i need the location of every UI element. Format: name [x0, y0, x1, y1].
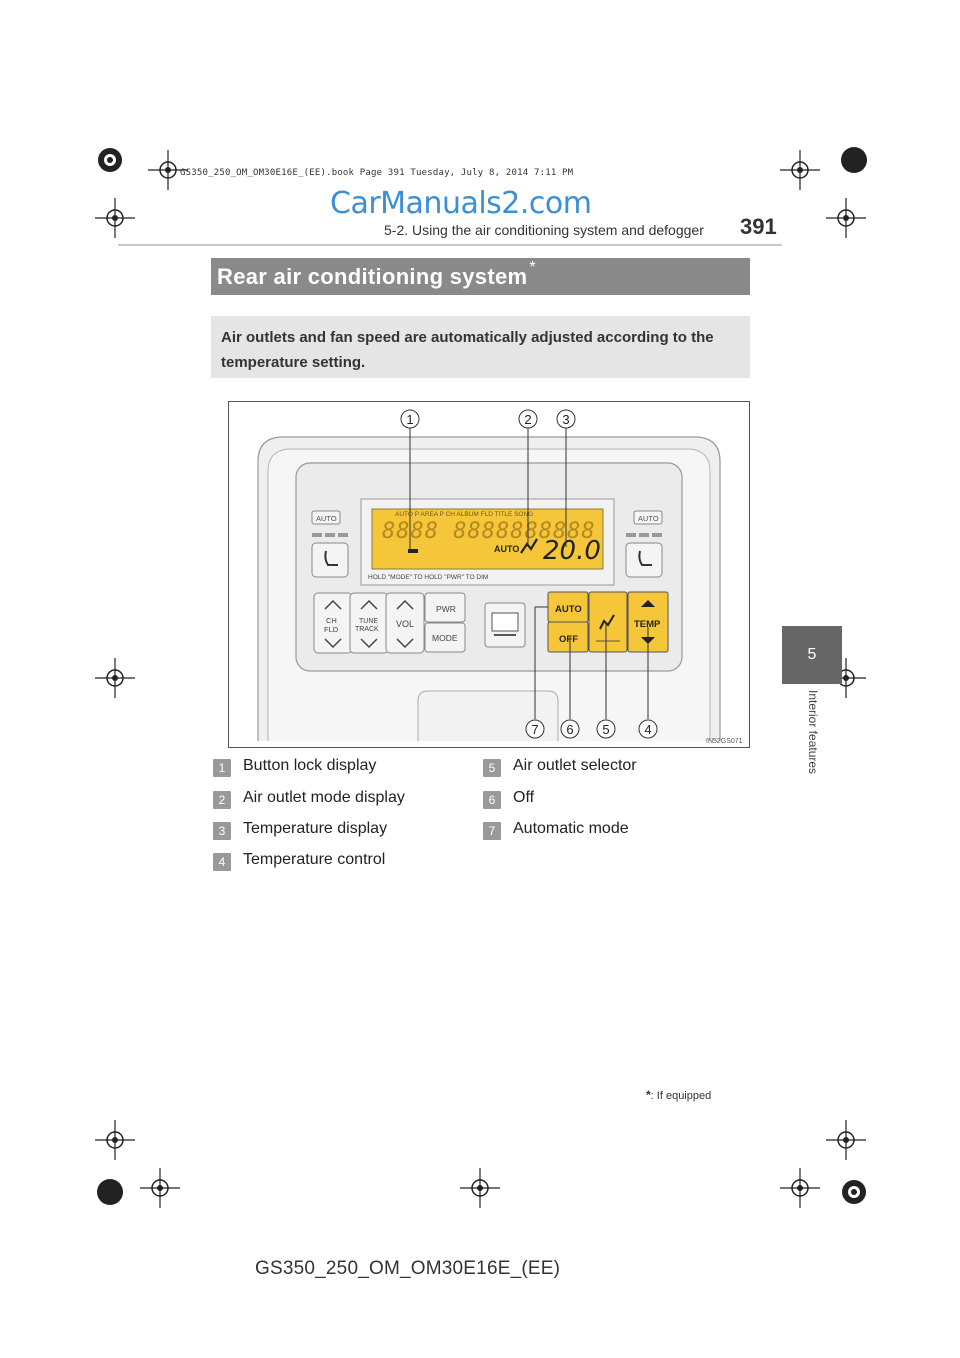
page-title: Rear air conditioning system: [217, 263, 528, 289]
level-indicator: [639, 533, 649, 537]
intro-box: Air outlets and fan speed are automatica…: [211, 316, 750, 378]
display-top-text: AUTO P AREA P CH ALBUM FLD TITLE SONG: [395, 511, 533, 518]
display-bottom-text: HOLD "MODE" TO HOLD "PWR" TO DIM: [368, 574, 488, 581]
callout-6: 6: [566, 722, 573, 737]
document-code: GS350_250_OM_OM30E16E_(EE): [255, 1258, 561, 1279]
crosshair-mark-icon: [95, 658, 135, 698]
level-indicator: [338, 533, 348, 537]
pwr-label: PWR: [436, 604, 456, 614]
chevron-up-icon: [396, 599, 414, 610]
mode-label: MODE: [432, 633, 458, 643]
off-button-label: OFF: [559, 634, 578, 645]
seat-heater-left-button[interactable]: [311, 542, 349, 578]
legend-number: 7: [483, 822, 501, 840]
watermark-text: CarManuals2.com: [330, 186, 592, 221]
crosshair-mark-icon: [826, 198, 866, 238]
legend-label: Air outlet selector: [513, 757, 637, 774]
seat-heater-right-button[interactable]: [625, 542, 663, 578]
callout-3: 3: [562, 412, 569, 427]
legend-label: Button lock display: [243, 757, 377, 774]
legend-number: 5: [483, 759, 501, 777]
auto-button-label: AUTO: [555, 604, 582, 615]
legend-number: 3: [213, 822, 231, 840]
display-temp: 20.0: [543, 536, 601, 566]
legend-number: 1: [213, 759, 231, 777]
crosshair-mark-icon: [95, 1120, 135, 1160]
callout-7: 7: [531, 722, 538, 737]
equipped-marker: *: [529, 258, 536, 276]
legend-number: 2: [213, 791, 231, 809]
footnote: *: If equipped: [646, 1088, 711, 1102]
level-indicator: [626, 533, 636, 537]
chapter-label: Interior features: [806, 690, 820, 775]
display-segments: 8888 8888888888: [382, 519, 596, 544]
tune-label: TUNE: [359, 618, 378, 625]
auto-right-button[interactable]: [633, 510, 663, 525]
lock-indicator-icon: [408, 549, 418, 553]
footnote-marker: *: [646, 1088, 651, 1102]
legend-number: 4: [213, 853, 231, 871]
track-label: TRACK: [355, 626, 379, 633]
callout-2: 2: [524, 412, 531, 427]
registration-mark-icon: [97, 1179, 123, 1205]
callout-1: 1: [406, 412, 413, 427]
registration-mark-icon: [98, 148, 122, 172]
section-heading: 5-2. Using the air conditioning system a…: [384, 222, 704, 238]
chevron-up-icon: [360, 599, 378, 610]
crosshair-mark-icon: [780, 150, 820, 190]
auto-right-label: AUTO: [638, 514, 659, 523]
seat-heater-icon: [324, 550, 338, 566]
crosshair-mark-icon: [460, 1168, 500, 1208]
legend-label: Temperature display: [243, 820, 388, 837]
chevron-down-icon: [396, 638, 414, 649]
mode-button[interactable]: [424, 622, 466, 653]
air-outlet-selector-button[interactable]: [588, 591, 628, 653]
legend-number: 6: [483, 791, 501, 809]
chevron-down-icon: [324, 638, 342, 649]
crosshair-mark-icon: [140, 1168, 180, 1208]
seat-heater-icon: [638, 550, 652, 566]
temp-button-label: TEMP: [634, 619, 661, 630]
chapter-tab: 5: [782, 626, 842, 684]
level-indicator: [312, 533, 322, 537]
ch-label: CH: [326, 616, 337, 625]
off-button[interactable]: [547, 621, 589, 653]
page-title-bar: Rear air conditioning system *: [211, 258, 750, 295]
level-indicator: [652, 533, 662, 537]
chevron-up-icon: [324, 599, 342, 610]
crosshair-mark-icon: [780, 1168, 820, 1208]
legend-label: Automatic mode: [513, 820, 629, 837]
footnote-text: : If equipped: [650, 1090, 712, 1102]
auto-left-button[interactable]: [311, 510, 341, 525]
page-number: 391: [740, 214, 777, 239]
pwr-button[interactable]: [424, 592, 466, 623]
legend-label: Temperature control: [243, 851, 386, 868]
header-divider: [118, 244, 782, 246]
control-panel-illustration: AUTO P AREA P CH ALBUM FLD TITLE SONG 88…: [228, 401, 750, 748]
chapter-number: 5: [807, 646, 817, 663]
temp-up-icon: [641, 600, 655, 607]
legend-label: Off: [513, 789, 535, 806]
chevron-down-icon: [360, 638, 378, 649]
print-book-line: GS350_250_OM_OM30E16E_(EE).book Page 391…: [180, 168, 574, 178]
screen-icon: [491, 612, 519, 632]
airflow-mode-icon: [520, 538, 538, 554]
control-panel-figure: AUTO P AREA P CH ALBUM FLD TITLE SONG 88…: [228, 401, 750, 748]
callout-4: 4: [644, 722, 651, 737]
fld-label: FLD: [324, 625, 339, 634]
registration-mark-icon: [841, 147, 867, 173]
registration-mark-icon: [842, 1180, 866, 1204]
level-indicator: [325, 533, 335, 537]
crosshair-mark-icon: [95, 198, 135, 238]
display-auto: AUTO: [494, 544, 519, 554]
crosshair-mark-icon: [148, 150, 188, 190]
legend-label: Air outlet mode display: [243, 789, 405, 806]
crosshair-mark-icon: [826, 1120, 866, 1160]
vol-label: VOL: [396, 619, 414, 629]
intro-text: Air outlets and fan speed are automatica…: [221, 329, 714, 371]
image-code: IN52GS071: [706, 738, 743, 745]
vol-button[interactable]: [385, 592, 425, 654]
callout-5: 5: [602, 722, 609, 737]
auto-left-label: AUTO: [316, 514, 337, 523]
